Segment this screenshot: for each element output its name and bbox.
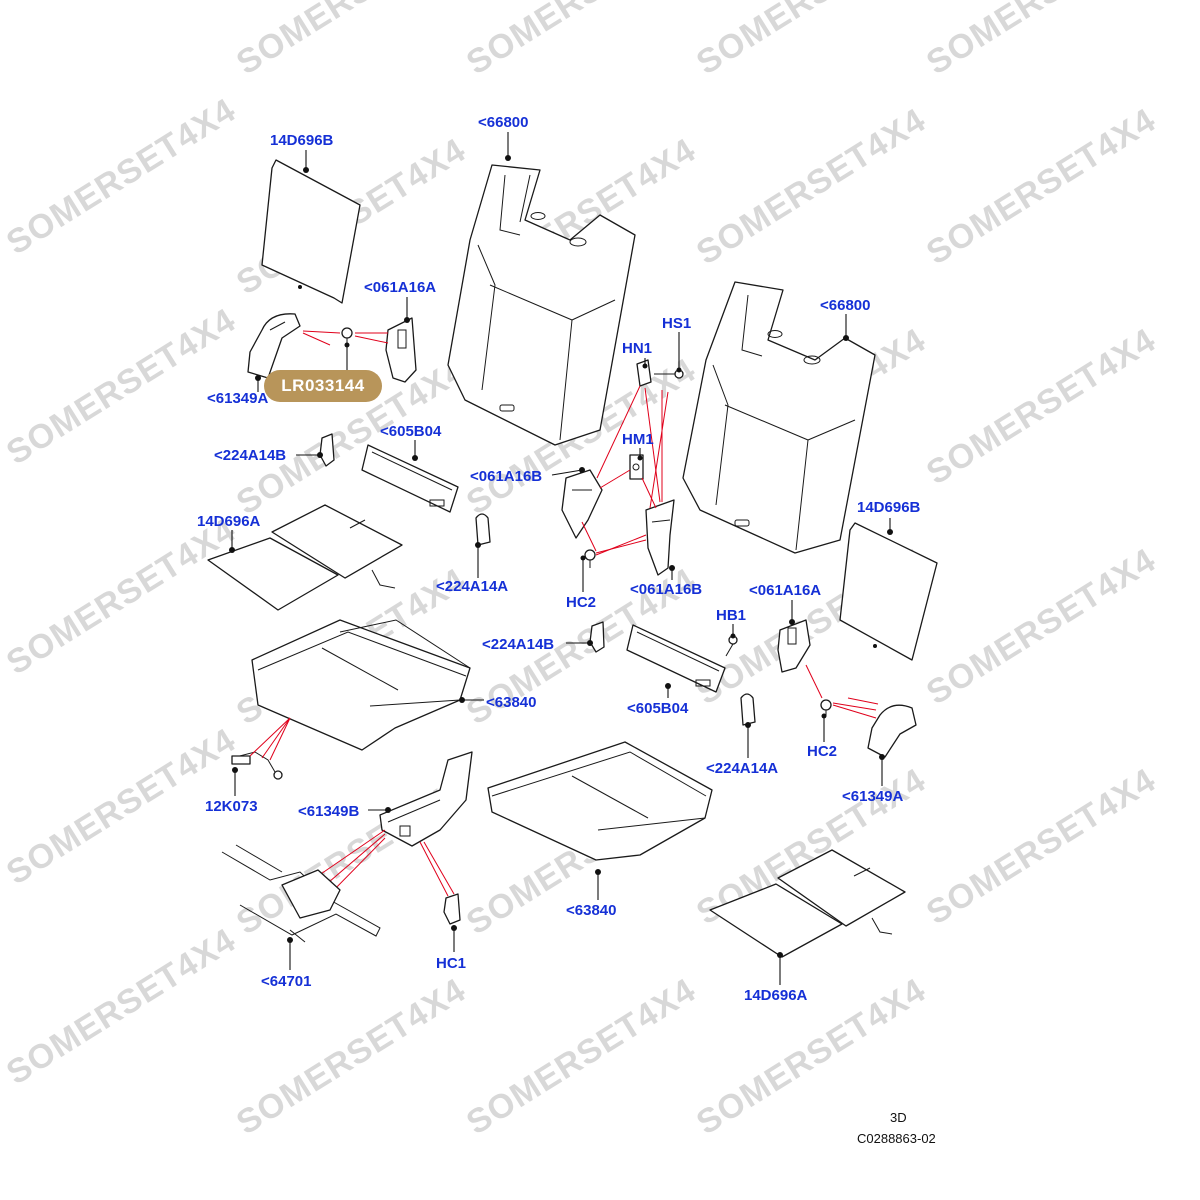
- label-side-trim-left[interactable]: <61349A: [207, 390, 269, 407]
- seat-frame[interactable]: [221, 844, 381, 943]
- fastener-hc2-right: [820, 699, 832, 716]
- label-bracket-b-left[interactable]: <061A16B: [470, 468, 543, 485]
- label-hm1[interactable]: HM1: [622, 431, 654, 448]
- label-mat-right[interactable]: 14D696A: [744, 987, 808, 1004]
- cover-left[interactable]: [361, 444, 459, 513]
- label-cover-right[interactable]: <605B04: [627, 700, 689, 717]
- fastener-hc1: [443, 893, 461, 925]
- side-trim-center[interactable]: [379, 751, 473, 847]
- cushion-right[interactable]: [487, 741, 713, 861]
- cushion-left[interactable]: [251, 619, 471, 751]
- bolt-left: [341, 327, 353, 345]
- bracket-a-left[interactable]: [385, 317, 417, 383]
- label-clip-b-center[interactable]: <224A14B: [482, 636, 555, 653]
- label-hb1[interactable]: HB1: [716, 607, 747, 624]
- seatback-right[interactable]: [682, 281, 876, 554]
- label-clip-a-left[interactable]: <224A14A: [436, 578, 509, 595]
- label-wiring-harness[interactable]: 12K073: [205, 798, 258, 815]
- mat-left[interactable]: [207, 504, 403, 611]
- back-panel-right[interactable]: [839, 522, 938, 661]
- clip-a-right[interactable]: [740, 693, 756, 726]
- hinge-nut-hn1: [636, 359, 652, 387]
- label-seat-frame[interactable]: <64701: [261, 973, 312, 990]
- part-number-badge[interactable]: LR033144: [264, 370, 382, 402]
- clip-a-left[interactable]: [475, 513, 491, 546]
- back-panel-top-left[interactable]: [261, 159, 361, 304]
- side-trim-left[interactable]: [247, 313, 301, 379]
- label-clip-a-right[interactable]: <224A14A: [706, 760, 779, 777]
- cover-right[interactable]: [626, 624, 726, 693]
- label-bracket-b-right[interactable]: <061A16B: [630, 581, 703, 598]
- label-side-trim-right[interactable]: <61349A: [842, 788, 904, 805]
- clip-b-center[interactable]: [589, 621, 605, 653]
- wiring-harness[interactable]: [231, 751, 283, 780]
- label-hc2-right[interactable]: HC2: [807, 743, 838, 760]
- label-hc1[interactable]: HC1: [436, 955, 467, 972]
- label-hs1[interactable]: HS1: [662, 315, 692, 332]
- bracket-b-left[interactable]: [561, 469, 603, 539]
- label-cover-left[interactable]: <605B04: [380, 423, 442, 440]
- label-seatback-right[interactable]: <66800: [820, 297, 871, 314]
- label-mat-left[interactable]: 14D696A: [197, 513, 261, 530]
- clip-b-left[interactable]: [319, 433, 335, 467]
- bracket-a-right[interactable]: [777, 619, 811, 673]
- fastener-hc2-center: [584, 549, 596, 568]
- seatback-left[interactable]: [447, 164, 636, 446]
- side-trim-right[interactable]: [867, 704, 917, 758]
- label-cushion-right[interactable]: <63840: [566, 902, 617, 919]
- label-back-panel-top-left[interactable]: 14D696B: [270, 132, 334, 149]
- label-seatback-left[interactable]: <66800: [478, 114, 529, 131]
- bracket-b-right[interactable]: [645, 499, 675, 576]
- view-label: 3D: [890, 1110, 907, 1125]
- label-hn1[interactable]: HN1: [622, 340, 653, 357]
- label-bracket-a-left[interactable]: <061A16A: [364, 279, 437, 296]
- diagram-reference: C0288863-02: [857, 1131, 936, 1146]
- label-back-panel-right[interactable]: 14D696B: [857, 499, 921, 516]
- label-hc2-center[interactable]: HC2: [566, 594, 597, 611]
- label-side-trim-center[interactable]: <61349B: [298, 803, 360, 820]
- label-clip-b-left[interactable]: <224A14B: [214, 447, 287, 464]
- bolt-hb1: [725, 635, 738, 657]
- label-cushion-left[interactable]: <63840: [486, 694, 537, 711]
- mat-right[interactable]: [709, 849, 906, 958]
- hinge-mount-hm1: [629, 454, 644, 480]
- label-bracket-a-right[interactable]: <061A16A: [749, 582, 822, 599]
